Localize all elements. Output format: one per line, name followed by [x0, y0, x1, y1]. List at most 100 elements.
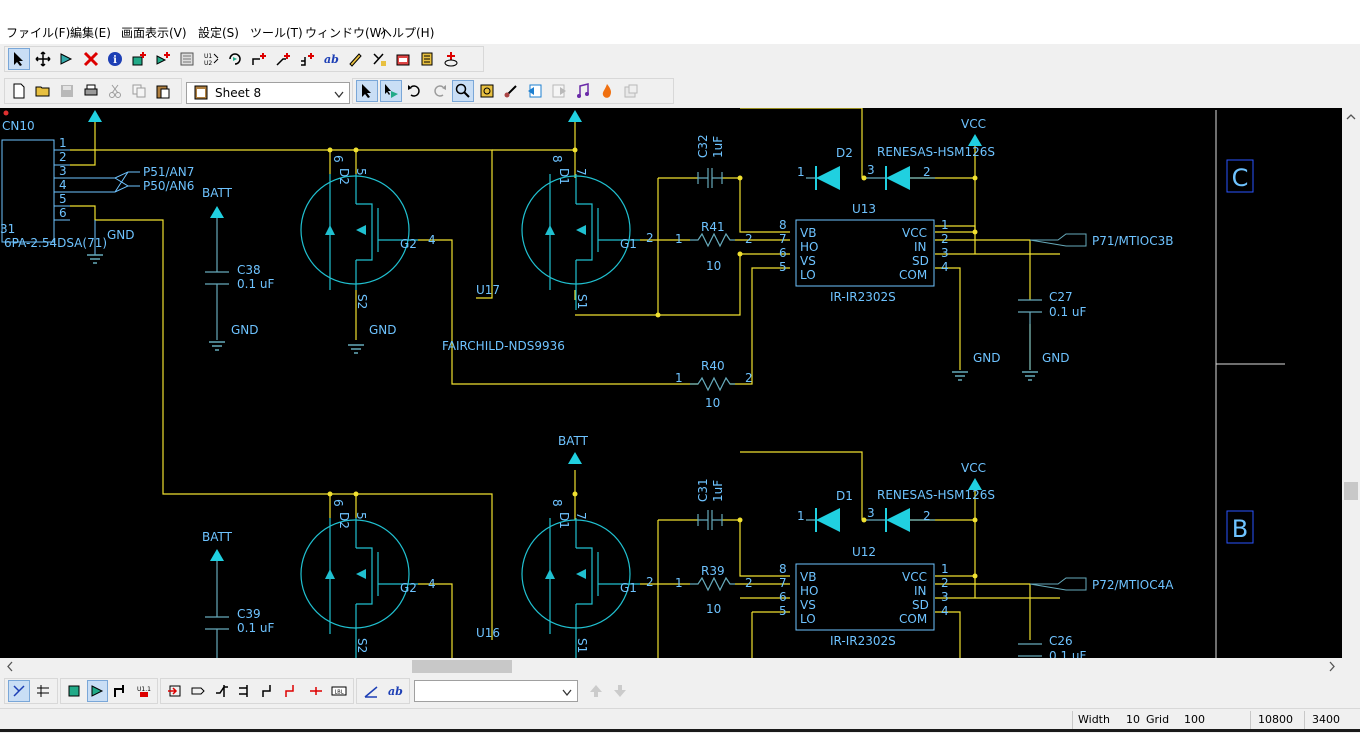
bus-add-icon[interactable]	[272, 48, 294, 70]
net-p51-p50[interactable]: P51/AN7 P50/AN6	[70, 165, 194, 193]
u13-com: COM	[899, 268, 927, 282]
text-ab-icon[interactable]: ab	[384, 680, 406, 702]
connector-cn10[interactable]: CN10 1 2 3 4 5 6 31 6PA-2.54DSA(71)	[0, 111, 107, 251]
zoom-area-icon[interactable]	[476, 80, 498, 102]
draw-grid-icon[interactable]	[32, 680, 54, 702]
line-draw-icon[interactable]	[360, 680, 382, 702]
plot-icon[interactable]	[440, 48, 462, 70]
resistor-r39[interactable]: R39 10 1 2	[675, 564, 753, 616]
redo-icon[interactable]	[428, 80, 450, 102]
undo-icon[interactable]	[404, 80, 426, 102]
width-label: Width	[1078, 713, 1110, 726]
junction-icon[interactable]	[305, 680, 327, 702]
rotate-part-icon[interactable]	[224, 48, 246, 70]
move-cross-icon[interactable]	[32, 48, 54, 70]
component-icon[interactable]	[56, 48, 78, 70]
cut-icon[interactable]	[104, 80, 126, 102]
menu-file[interactable]: ファイル(F)	[6, 24, 70, 41]
paste-icon[interactable]	[152, 80, 174, 102]
diode-d1[interactable]: D1 RENESAS-HSM126S 1 3 2	[797, 488, 995, 532]
cap-c27[interactable]: C27 0.1 uF GND GND	[952, 290, 1087, 380]
copy-icon[interactable]	[128, 80, 150, 102]
print-icon[interactable]	[80, 80, 102, 102]
gate-swap-icon[interactable]: U1U2	[200, 48, 222, 70]
new-file-icon[interactable]	[8, 80, 30, 102]
net-p72[interactable]: P72/MTIOC4A	[1030, 578, 1174, 592]
cap-c38[interactable]: BATT C38 0.1 uF GND	[202, 186, 275, 350]
sheet-prev-icon[interactable]	[524, 80, 546, 102]
gate-icon[interactable]	[87, 680, 108, 702]
brush-icon[interactable]	[500, 80, 522, 102]
u16l-pin5: 5	[354, 512, 368, 520]
port-icon[interactable]	[164, 680, 186, 702]
flame-icon[interactable]	[596, 80, 618, 102]
arrow-up-icon[interactable]	[585, 680, 607, 702]
d2-part: RENESAS-HSM126S	[877, 145, 995, 159]
ic-u13[interactable]: U13 IR-IR2302S VB HO VS LO VCC IN SD COM…	[779, 202, 949, 304]
select-arrow-icon[interactable]	[8, 48, 30, 70]
cap-c32[interactable]: C32 1uF	[696, 134, 725, 188]
vertical-scrollbar[interactable]	[1342, 108, 1360, 658]
menu-settings[interactable]: 設定(S)	[198, 24, 239, 41]
u17r-pin8: 8	[550, 155, 564, 163]
chip-icon[interactable]	[64, 680, 85, 702]
ic-u12[interactable]: U12 IR-IR2302S VB HO VS LO VCC IN SD COM…	[779, 545, 949, 648]
schematic-canvas[interactable]: CN10 1 2 3 4 5 6 31 6PA-2.54DSA(71) P51/…	[0, 108, 1342, 658]
wire-add-icon[interactable]	[248, 48, 270, 70]
r41-ref: R41	[701, 220, 725, 234]
text-style-select[interactable]	[414, 680, 578, 702]
info-icon[interactable]: i	[104, 48, 126, 70]
sheet-select[interactable]: Sheet 8	[186, 82, 350, 104]
u13-pin6: 6	[779, 246, 787, 260]
horizontal-scrollbar[interactable]	[0, 658, 1342, 675]
open-folder-icon[interactable]	[32, 80, 54, 102]
menu-view[interactable]: 画面表示(V)	[121, 24, 187, 41]
net-label-icon[interactable]: LBL	[329, 680, 351, 702]
music-note-icon[interactable]	[572, 80, 594, 102]
draw-select-icon[interactable]	[8, 680, 30, 702]
add-part2-icon[interactable]	[152, 48, 174, 70]
wire-icon[interactable]	[258, 680, 280, 702]
net-p71-label: P71/MTIOC3B	[1092, 234, 1173, 248]
bus-entry-icon[interactable]	[211, 680, 233, 702]
resistor-r41[interactable]: R41 10 1 2	[675, 220, 753, 273]
net-p71[interactable]: P71/MTIOC3B	[1030, 234, 1173, 248]
save-icon[interactable]	[56, 80, 78, 102]
menu-help[interactable]: ヘルプ(H)	[380, 24, 434, 41]
menu-edit[interactable]: 編集(E)	[70, 24, 111, 41]
zoom-icon[interactable]	[452, 80, 474, 102]
mosfet-u17-left[interactable]: G2 4 D2 5 6 S2 GND U17 FAIRCHILD-NDS9936	[301, 155, 565, 353]
cn10-pin1: 1	[59, 136, 67, 150]
pointer-component-icon[interactable]	[380, 80, 402, 102]
sheet-next-icon[interactable]	[548, 80, 570, 102]
cap-c26[interactable]: C26 0.1 uF	[1018, 634, 1087, 658]
netlist-icon[interactable]	[368, 48, 390, 70]
delete-x-icon[interactable]	[80, 48, 102, 70]
library-icon[interactable]	[176, 48, 198, 70]
diode-d2[interactable]: D2 RENESAS-HSM126S 1 3 2	[797, 145, 995, 190]
mosfet-u16-right[interactable]: G1 2 D1 7 8 S1	[522, 499, 654, 658]
c38-ref: C38	[237, 263, 261, 277]
properties-icon[interactable]	[620, 80, 642, 102]
label-text-icon[interactable]: ab	[320, 48, 342, 70]
cap-c39[interactable]: BATT C39 0.1 uF	[202, 530, 275, 658]
pointer-select-icon[interactable]	[356, 80, 378, 102]
junction-add-icon[interactable]	[296, 48, 318, 70]
report-icon[interactable]	[392, 48, 414, 70]
pen-icon[interactable]	[344, 48, 366, 70]
ref-icon[interactable]: U1.1	[133, 680, 154, 702]
pin-icon[interactable]	[110, 680, 131, 702]
wire-red-icon[interactable]	[282, 680, 304, 702]
add-part-icon[interactable]	[128, 48, 150, 70]
cap-c31[interactable]: C31 1uF	[696, 478, 725, 530]
u17l-pin4: 4	[428, 233, 436, 247]
menu-window[interactable]: ウィンドウ(W)	[305, 24, 386, 41]
menu-tools[interactable]: ツール(T)	[250, 24, 303, 41]
dimension-icon[interactable]	[416, 48, 438, 70]
mosfet-u17-right[interactable]: G1 2 D1 7 8 S1	[522, 155, 654, 310]
offpage-icon[interactable]	[188, 680, 210, 702]
arrow-down-icon[interactable]	[609, 680, 631, 702]
bus-tap-icon[interactable]	[235, 680, 257, 702]
d1-pin3: 3	[867, 506, 875, 520]
mosfet-u16-left[interactable]: G2 4 D2 5 6 S2 U16	[301, 499, 500, 658]
